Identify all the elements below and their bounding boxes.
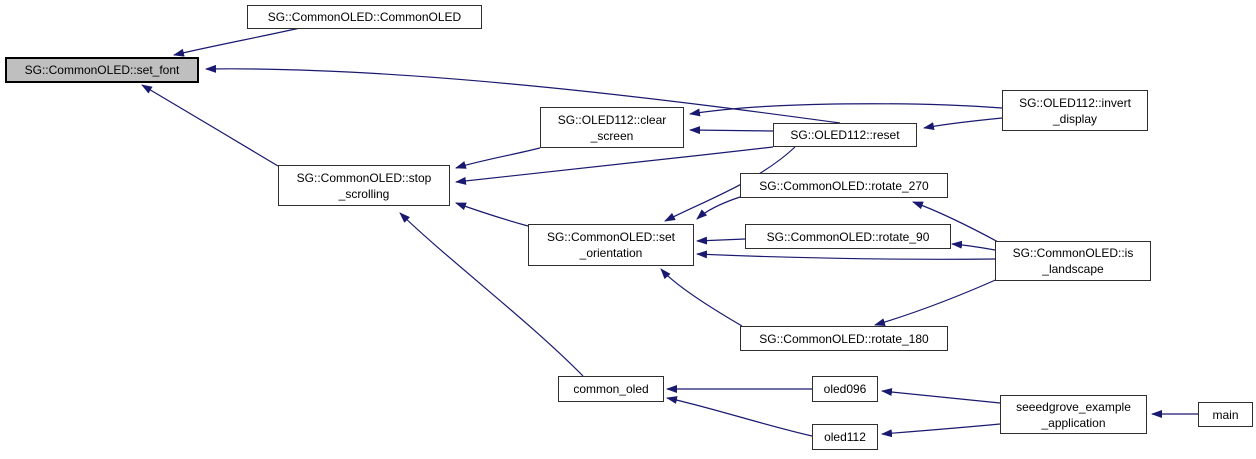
edge-common-oled-to-stop-scrolling	[399, 212, 584, 377]
node-rotate-180[interactable]: SG::CommonOLED::rotate_180	[740, 326, 948, 351]
node-label: SG::CommonOLED::rotate_90	[766, 229, 930, 244]
node-set-font[interactable]: SG::CommonOLED::set_font	[5, 57, 199, 83]
node-reset[interactable]: SG::OLED112::reset	[773, 123, 917, 147]
node-set-orientation[interactable]: SG::CommonOLED::set _orientation	[528, 224, 694, 266]
node-label: _application	[1041, 415, 1106, 430]
node-label: SG::CommonOLED::set	[546, 230, 676, 244]
edge-clear-screen-to-stop-scrolling	[455, 147, 541, 169]
node-label: main	[1212, 407, 1239, 422]
node-label: _orientation	[579, 246, 643, 260]
node-label: _screen	[590, 128, 634, 143]
edge-is-landscape-to-set-orientation	[696, 250, 996, 260]
edge-rotate-180-to-set-orientation	[660, 268, 743, 327]
edge-seeedgrove-to-oled096	[881, 388, 1001, 404]
node-label: _landscape	[1042, 262, 1104, 276]
node-label: SG::CommonOLED::rotate_270	[759, 178, 929, 193]
node-seeedgrove-example-application[interactable]: seeedgrove_example _application	[1000, 395, 1147, 434]
node-oled112[interactable]: oled112	[812, 424, 878, 450]
node-label: SG::OLED112::reset	[790, 128, 900, 142]
edge-reset-to-set-font	[205, 64, 841, 124]
node-commonoled-constructor[interactable]: SG::CommonOLED::CommonOLED	[247, 5, 482, 29]
edge-commonoled-ctor-to-set-font	[173, 27, 301, 57]
edge-seeedgrove-to-oled112	[881, 423, 1001, 438]
node-label: SG::CommonOLED::stop	[296, 170, 432, 185]
node-label: _display	[1052, 111, 1098, 126]
node-oled096[interactable]: oled096	[812, 376, 878, 402]
node-label: SG::CommonOLED::CommonOLED	[267, 10, 462, 24]
node-stop-scrolling[interactable]: SG::CommonOLED::stop _scrolling	[278, 165, 450, 206]
node-label: SG::OLED112::clear	[557, 112, 667, 127]
edge-is-landscape-to-rotate-180	[874, 277, 1001, 326]
node-label: SG::CommonOLED::rotate_180	[759, 331, 929, 346]
node-common-oled[interactable]: common_oled	[558, 376, 664, 402]
node-clear-screen[interactable]: SG::OLED112::clear _screen	[540, 107, 684, 148]
node-invert-display[interactable]: SG::OLED112::invert _display	[1002, 90, 1148, 131]
node-label: common_oled	[573, 382, 649, 396]
edge-rotate-90-to-set-orientation	[696, 236, 746, 245]
node-main[interactable]: main	[1198, 402, 1253, 427]
edge-rotate-270-to-set-orientation	[696, 196, 741, 220]
edge-invert-display-to-clear-screen	[689, 103, 1003, 117]
node-rotate-270[interactable]: SG::CommonOLED::rotate_270	[740, 173, 948, 198]
edge-is-landscape-to-rotate-270	[912, 201, 1001, 244]
node-label: seeedgrove_example	[1016, 399, 1131, 414]
edge-reset-to-clear-screen	[689, 126, 774, 135]
edge-is-landscape-to-rotate-90	[951, 240, 996, 251]
node-label: SG::OLED112::invert	[1019, 95, 1131, 110]
edge-set-orientation-to-stop-scrolling	[455, 202, 529, 227]
edge-oled112-to-common-oled	[666, 396, 813, 437]
node-label: SG::CommonOLED::is	[1012, 246, 1134, 260]
node-label: oled096	[823, 382, 867, 396]
node-label: _scrolling	[338, 186, 390, 201]
node-rotate-90[interactable]: SG::CommonOLED::rotate_90	[745, 224, 951, 249]
edge-invert-display-to-reset	[923, 117, 1003, 131]
node-is-landscape[interactable]: SG::CommonOLED::is _landscape	[995, 241, 1151, 281]
node-label: SG::CommonOLED::set_font	[24, 63, 180, 77]
node-label: oled112	[824, 430, 866, 444]
edge-stop-scrolling-to-set-font	[141, 84, 279, 167]
edge-reset-to-stop-scrolling	[455, 146, 774, 185]
edge-reset-to-set-orientation	[664, 146, 796, 222]
